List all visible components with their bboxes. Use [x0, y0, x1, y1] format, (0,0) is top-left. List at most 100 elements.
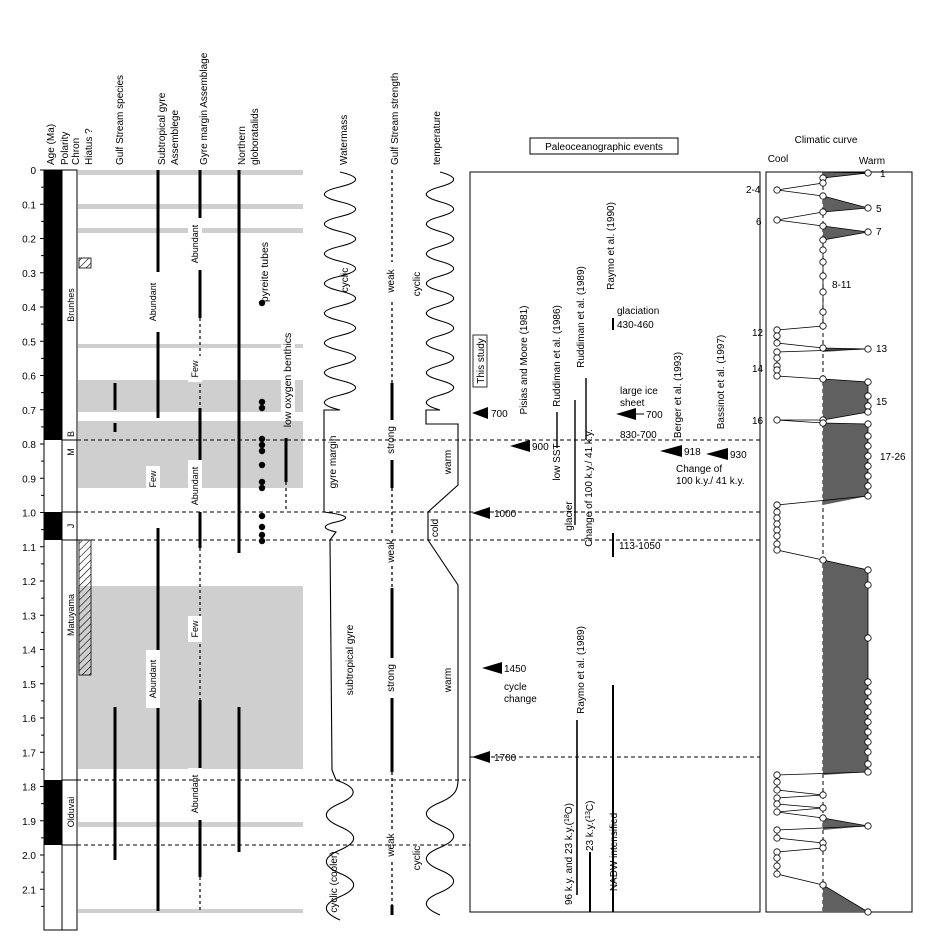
author-bassinot: Bassinot et al. (1997) — [716, 335, 727, 430]
stage-5: 5 — [876, 204, 882, 215]
event-change: change — [504, 694, 537, 705]
label-few-subtropical: Few — [148, 470, 158, 488]
climatic-point-66 — [773, 771, 781, 779]
arrow-1450 — [482, 662, 502, 674]
label-abundant-subtropical-upper: Abundant — [148, 282, 158, 321]
label-abundant-gyre-upper: Abundant — [190, 224, 200, 263]
climatic-point-42 — [864, 482, 872, 490]
climatic-point-48 — [773, 526, 781, 534]
arrow-930 — [706, 448, 728, 460]
event-sheet: sheet — [620, 398, 645, 409]
age-tick-21: 2.1 — [22, 885, 36, 896]
climatic-point-63 — [864, 748, 872, 756]
chron-column: Brunhes B M J Matuyama Olduvai — [61, 169, 78, 931]
arrow-700-b — [616, 408, 636, 420]
temperature-column: cyclic warm cold warm cyclic — [412, 171, 459, 916]
header-subtropical-2: Assemblege — [170, 110, 181, 165]
climatic-point-57 — [864, 688, 872, 696]
boundary-lines — [77, 439, 760, 846]
label-gyre-margin: gyre margin — [328, 436, 339, 489]
climatic-point-64 — [864, 760, 872, 768]
stage-7: 7 — [876, 227, 882, 238]
age-axis: 00.10.20.30.40.50.60.70.80.91.01.11.21.3… — [22, 166, 45, 930]
header-events: Paleoceanographic events — [545, 142, 663, 153]
age-tick-1: 0.1 — [22, 200, 36, 211]
header-gyre-margin: Gyre margin Assemblage — [199, 52, 210, 165]
climatic-point-18 — [773, 326, 781, 334]
climatic-point-43 — [864, 492, 872, 500]
age-tick-9: 0.9 — [22, 474, 36, 485]
arrow-918 — [660, 445, 682, 457]
label-few-gyre-upper: Few — [190, 360, 200, 378]
event-113-1050: 113-1050 — [619, 541, 661, 552]
climatic-point-84 — [819, 881, 827, 889]
climatic-point-15 — [819, 288, 827, 296]
header-watermass: Watermass — [339, 115, 350, 165]
hiatus — [78, 257, 92, 676]
label-weak-upper: weak — [386, 268, 397, 293]
age-tick-18: 1.8 — [22, 783, 36, 794]
age-tick-12: 1.2 — [22, 577, 36, 588]
header-northern-1: Northern — [237, 126, 248, 165]
climatic-point-45 — [773, 508, 781, 516]
label-weak-mid: weak — [386, 538, 397, 563]
age-tick-10: 1.0 — [22, 509, 36, 520]
climatic-point-71 — [773, 800, 781, 808]
age-tick-2: 0.2 — [22, 235, 36, 246]
chron-brunhes: Brunhes — [66, 288, 76, 322]
polarity-column — [43, 169, 63, 931]
header-chron: Chron — [71, 138, 82, 165]
chron-b: B — [66, 431, 76, 437]
age-tick-17: 1.7 — [22, 748, 36, 759]
label-warm-upper: warm — [443, 450, 454, 475]
age-tick-6: 0.6 — [22, 372, 36, 383]
age-tick-8: 0.8 — [22, 440, 36, 451]
age-tick-14: 1.4 — [22, 646, 36, 657]
climatic-point-76 — [773, 826, 781, 834]
climatic-point-6 — [864, 204, 872, 212]
event-large-ice: large ice — [620, 386, 658, 397]
stage-16: 16 — [752, 416, 764, 427]
pyrite-dots — [258, 299, 266, 545]
age-tick-20: 2.0 — [22, 851, 36, 862]
low-oxygen-range: low oxygen benthics — [281, 333, 295, 512]
event-glaciation: glaciation — [617, 306, 659, 317]
climatic-point-52 — [819, 556, 827, 564]
header-age: Age (Ma) — [46, 124, 57, 165]
climatic-point-5 — [819, 192, 827, 200]
stage-13: 13 — [876, 344, 888, 355]
label-few-gyre-lower: Few — [190, 620, 200, 638]
climatic-point-41 — [864, 472, 872, 480]
arrow-1700 — [472, 751, 490, 763]
event-glacier: glacier — [564, 501, 575, 531]
value-700-b: 700 — [646, 410, 663, 421]
stage-14: 14 — [752, 364, 764, 375]
label-cyclic-watermass: cyclic — [340, 268, 351, 292]
label-pyrite: pyreite tubes — [259, 242, 271, 302]
watermass-column: cyclic gyre margin subtropical gyre cycl… — [323, 171, 357, 921]
value-1700: 1700 — [494, 753, 517, 764]
climatic-point-26 — [773, 366, 781, 374]
climatic-point-13 — [819, 258, 827, 266]
age-tick-16: 1.6 — [22, 714, 36, 725]
header-subtropical-1: Subtropical gyre — [157, 92, 168, 165]
label-low-oxygen: low oxygen benthics — [282, 333, 294, 428]
event-96ky: 96 k.y. and 23 k.y.(18O) — [564, 803, 575, 905]
chron-j: J — [66, 524, 76, 529]
climatic-point-50 — [773, 540, 781, 548]
climatic-point-8 — [773, 216, 781, 224]
climatic-point-12 — [819, 246, 827, 254]
climatic-point-75 — [864, 822, 872, 830]
label-weak-lower: weak — [386, 832, 397, 857]
climatic-point-44 — [773, 501, 781, 509]
subtropical-ranges: Abundant Few Abundant — [146, 170, 160, 911]
label-cold: cold — [430, 519, 441, 537]
event-change-of: Change of — [676, 464, 722, 475]
climatic-point-34 — [773, 416, 781, 424]
label-abundant-subtropical-lower: Abundant — [148, 659, 158, 698]
climatic-point-16 — [819, 308, 827, 316]
value-700-a: 700 — [491, 409, 508, 420]
author-ruddiman89: Ruddiman et al. (1989) — [576, 266, 587, 368]
label-strong-upper: strong — [386, 426, 397, 454]
arrow-900 — [510, 440, 530, 452]
